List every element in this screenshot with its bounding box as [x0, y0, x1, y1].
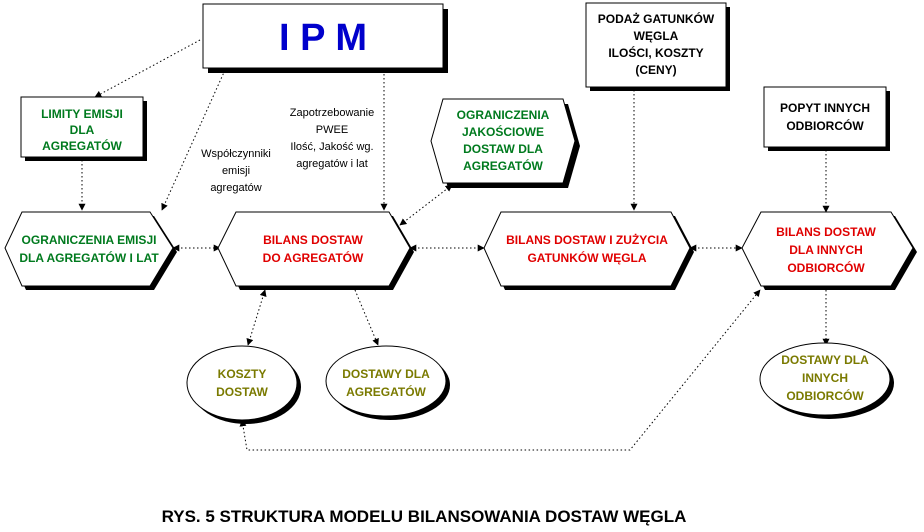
note-zap-line-2: PWEE — [316, 124, 348, 136]
koszty-line-2: DOSTAW — [216, 385, 268, 399]
limity-emisji-box: LIMITY EMISJI DLA AGREGATÓW — [20, 96, 147, 161]
dostawy-innych-line-2: INNYCH — [802, 371, 848, 385]
bilans-zuzycia-line-2: GATUNKÓW WĘGLA — [527, 250, 646, 265]
note-zap-line-4: agregatów i lat — [296, 158, 368, 170]
limity-line-1: LIMITY EMISJI — [41, 107, 123, 121]
podaz-line-4: (CENY) — [635, 63, 676, 77]
note-zap-line-3: Ilość, Jakość wg. — [290, 141, 373, 153]
ipm-label: I P M — [279, 17, 367, 59]
ogr-jakosc-line-1: OGRANICZENIA — [457, 108, 550, 122]
limity-line-2: DLA — [70, 123, 95, 137]
bilans-agregatow-hex: BILANS DOSTAW DO AGREGATÓW — [217, 211, 414, 290]
koszty-dostaw-ellipse: KOSZTY DOSTAW — [186, 345, 301, 424]
note-wsp-line-2: emisji — [222, 165, 250, 177]
dostawy-agregatow-ellipse: DOSTAWY DLA AGREGATÓW — [325, 345, 450, 420]
note-zap-line-1: Zapotrzebowanie — [290, 107, 374, 119]
bilans-innych-line-3: ODBIORCÓW — [787, 260, 865, 275]
ipm-box: I P M — [202, 3, 448, 73]
dostawy-innych-line-1: DOSTAWY DLA — [781, 353, 869, 367]
bilans-innych-hex: BILANS DOSTAW DLA INNYCH ODBIORCÓW — [741, 211, 917, 290]
bilans-innych-line-1: BILANS DOSTAW — [776, 225, 876, 239]
annotation-wspolczynniki: Współczynniki emisji agregatów — [201, 148, 271, 194]
dostawy-agr-line-2: AGREGATÓW — [346, 384, 426, 399]
popyt-line-2: ODBIORCÓW — [786, 118, 864, 133]
podaz-gatunkow-box: PODAŻ GATUNKÓW WĘGLA ILOŚCI, KOSZTY (CEN… — [585, 2, 730, 91]
ogr-jakosc-line-3: DOSTAW DLA — [463, 142, 543, 156]
bilans-agr-line-1: BILANS DOSTAW — [263, 233, 363, 247]
ograniczenia-jakosciowe-hex: OGRANICZENIA JAKOŚCIOWE DOSTAW DLA AGREG… — [430, 98, 580, 188]
popyt-line-1: POPYT INNYCH — [780, 101, 870, 115]
podaz-line-2: WĘGLA — [634, 29, 679, 43]
ograniczenia-emisji-hex: OGRANICZENIA EMISJI DLA AGREGATÓW I LAT — [4, 211, 177, 290]
ogr-jakosc-line-2: JAKOŚCIOWE — [462, 124, 544, 139]
figure-caption: RYS. 5 STRUKTURA MODELU BILANSOWANIA DOS… — [162, 507, 687, 526]
limity-line-3: AGREGATÓW — [42, 138, 122, 153]
popyt-innych-box: POPYT INNYCH ODBIORCÓW — [763, 86, 890, 151]
note-wsp-line-1: Współczynniki — [201, 148, 271, 160]
bilans-agr-line-2: DO AGREGATÓW — [263, 250, 364, 265]
annotation-zapotrzebowanie: Zapotrzebowanie PWEE Ilość, Jakość wg. a… — [290, 107, 374, 170]
podaz-line-1: PODAŻ GATUNKÓW — [598, 11, 715, 26]
bilans-zuzycia-line-1: BILANS DOSTAW I ZUŻYCIA — [506, 232, 668, 247]
bilans-innych-line-2: DLA INNYCH — [789, 243, 863, 257]
connectors — [78, 39, 830, 451]
podaz-line-3: ILOŚCI, KOSZTY — [608, 45, 703, 60]
ogr-jakosc-line-4: AGREGATÓW — [463, 158, 543, 173]
ogr-emisji-line-2: DLA AGREGATÓW I LAT — [19, 250, 159, 265]
ogr-emisji-line-1: OGRANICZENIA EMISJI — [22, 233, 157, 247]
koszty-line-1: KOSZTY — [218, 367, 267, 381]
dostawy-innych-line-3: ODBIORCÓW — [786, 388, 864, 403]
dostawy-innych-ellipse: DOSTAWY DLA INNYCH ODBIORCÓW — [759, 342, 894, 419]
bilans-zuzycia-hex: BILANS DOSTAW I ZUŻYCIA GATUNKÓW WĘGLA — [483, 211, 694, 290]
dostawy-agr-line-1: DOSTAWY DLA — [342, 367, 430, 381]
note-wsp-line-3: agregatów — [210, 182, 261, 194]
